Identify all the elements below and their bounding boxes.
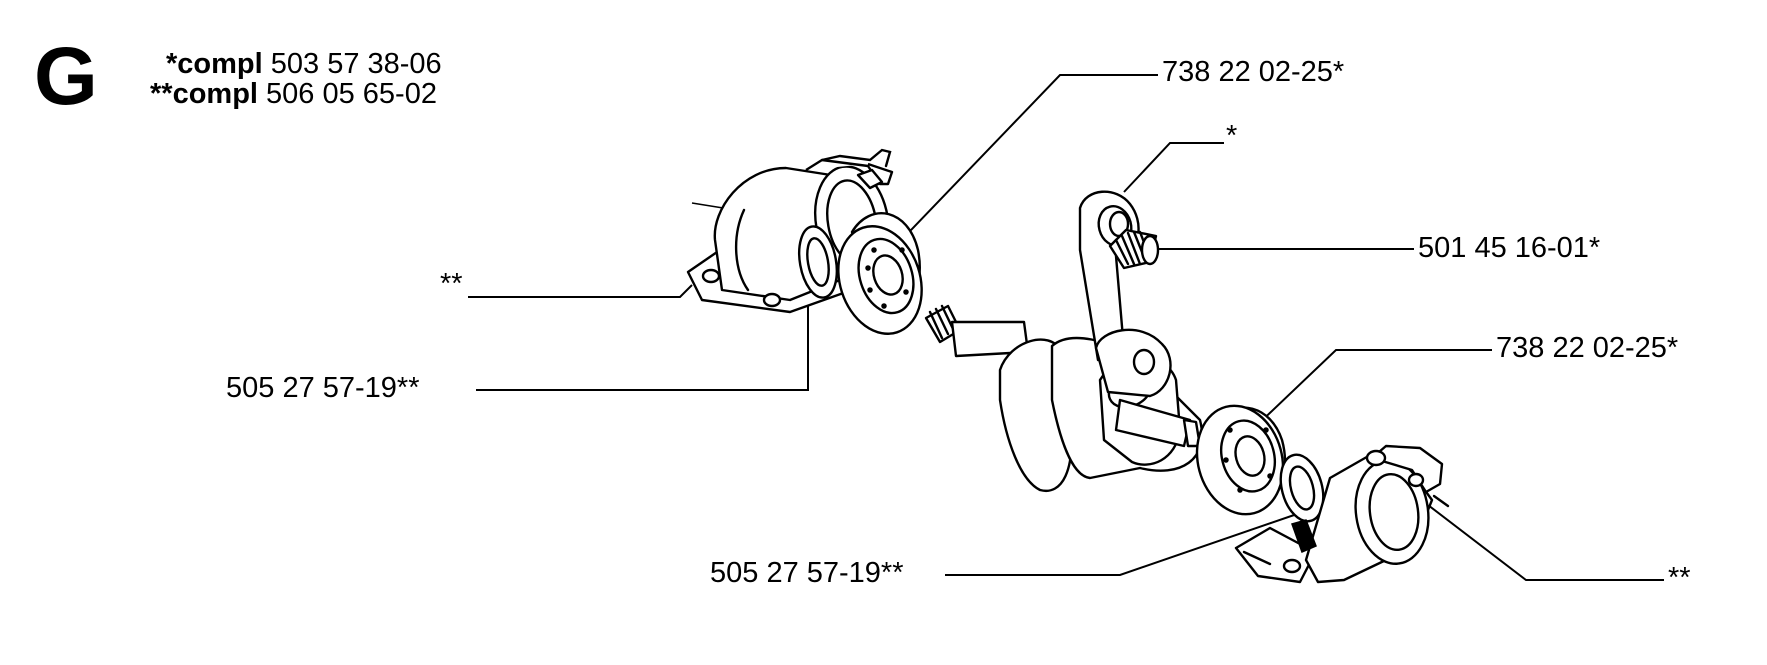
callout-bearing-top: 738 22 02-25*	[1162, 56, 1345, 88]
leader-bearing-bottom	[1251, 349, 1492, 431]
leader-seal-bottom	[945, 512, 1301, 576]
section-letter: G	[34, 31, 98, 122]
needle-bearing	[1108, 228, 1160, 270]
leader-housing-right	[1427, 504, 1664, 581]
bottom-seal-ring	[1279, 453, 1325, 523]
right-bearing-housing	[1234, 444, 1450, 584]
leader-seal-top	[476, 305, 809, 391]
assembly-prefix-1: *compl	[166, 48, 263, 80]
bottom-ball-bearing	[1195, 404, 1287, 516]
leader-conrod	[1123, 142, 1224, 193]
callout-conrod: *	[1226, 120, 1238, 152]
assembly-prefix-2: **compl	[150, 78, 258, 110]
callout-seal-bottom: 505 27 57-19**	[710, 557, 904, 589]
leader-lines	[468, 74, 1664, 581]
assembly-number-2: 506 05 65-02	[266, 78, 437, 110]
callout-seal-top: 505 27 57-19**	[226, 372, 420, 404]
top-seal-ring	[798, 225, 838, 299]
crankshaft	[924, 304, 1203, 493]
callout-bearing-bottom: 738 22 02-25*	[1496, 332, 1679, 364]
callout-housing-left: **	[440, 268, 463, 300]
callout-housing-right: **	[1668, 562, 1691, 594]
leader-bearing-top	[887, 74, 1158, 255]
leader-housing-left	[468, 284, 693, 298]
assembly-line-2: **compl 506 05 65-02	[150, 80, 437, 109]
assembly-number-1: 503 57 38-06	[270, 48, 442, 80]
assembly-line-1: *compl 503 57 38-06	[166, 50, 442, 79]
top-ball-bearing	[837, 212, 923, 335]
callout-needle-bearing: 501 45 16-01*	[1418, 232, 1601, 264]
